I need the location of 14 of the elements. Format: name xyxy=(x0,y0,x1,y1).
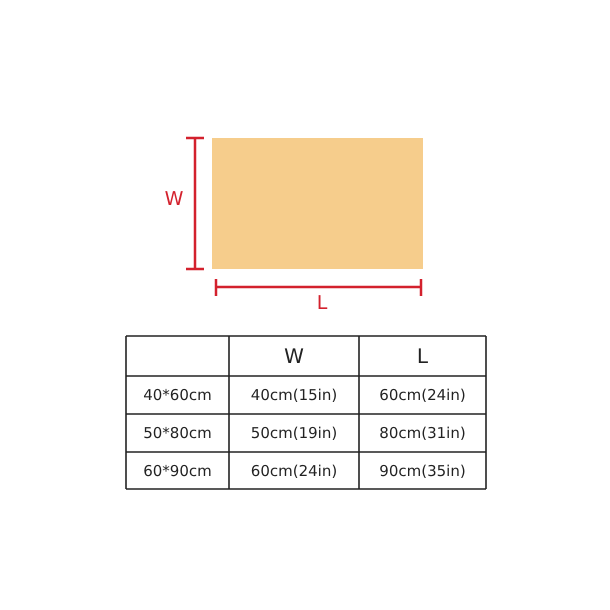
table-cell-text: 60*90cm xyxy=(142,460,213,482)
table-cell-text: 50cm(19in) xyxy=(250,423,338,444)
table-cell-text: 60cm(24in) xyxy=(250,460,338,482)
column-header: W xyxy=(283,343,305,370)
table-cell-text: 40*60cm xyxy=(142,385,213,406)
table-cell-text: 40cm(15in) xyxy=(250,385,338,406)
dimension-label: L xyxy=(316,292,328,314)
table-cell-text: 90cm(35in) xyxy=(378,460,467,482)
table-cell-text: 80cm(31in) xyxy=(378,423,467,444)
table-cell-text: 50*80cm xyxy=(142,423,213,444)
sheet-rectangle xyxy=(212,138,423,269)
dimension-label: W xyxy=(164,188,184,210)
column-header: L xyxy=(416,343,430,370)
table-cell-text: 60cm(24in) xyxy=(378,385,467,406)
